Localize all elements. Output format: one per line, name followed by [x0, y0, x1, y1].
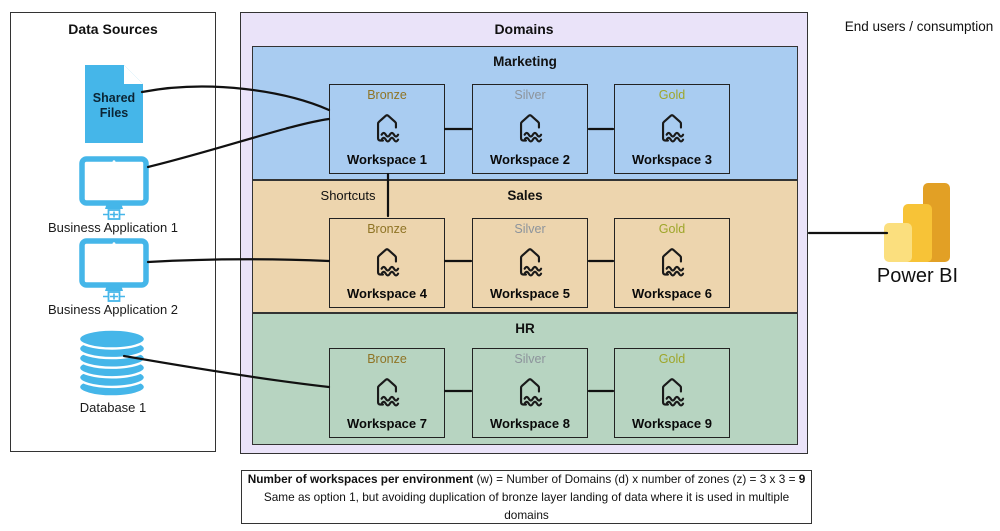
- business-application-2-label: Business Application 2: [47, 302, 179, 317]
- zone-label: Gold: [658, 222, 686, 236]
- lakehouse-icon: [519, 113, 543, 142]
- power-bi-logo: Power BI: [877, 183, 958, 295]
- lakehouse-icon: [376, 113, 400, 142]
- database-1-label: Database 1: [79, 400, 147, 415]
- shortcuts-label: Shortcuts: [320, 188, 376, 203]
- domains-title: Domains: [494, 21, 554, 37]
- zone-label: Bronze: [367, 222, 407, 236]
- workspace-name: Workspace 9: [632, 416, 712, 431]
- workspace-box-5: Silver Workspace 5: [472, 218, 588, 308]
- zone-label: Bronze: [367, 88, 407, 102]
- data-sources-title: Data Sources: [68, 21, 158, 37]
- workspace-name: Workspace 7: [347, 416, 427, 431]
- lakehouse-icon: [661, 247, 685, 276]
- note-line1-mid: (w) = Number of Domains (d) x number of …: [473, 472, 799, 486]
- zone-label: Silver: [514, 222, 546, 236]
- domain-section-marketing: Marketing Bronze Workspace 1 Silver Work…: [252, 46, 798, 180]
- domains-panel: Domains Marketing Bronze Workspace 1 Sil…: [240, 12, 808, 454]
- workspace-box-9: Gold Workspace 9: [614, 348, 730, 438]
- note-box: Number of workspaces per environment (w)…: [241, 470, 812, 524]
- note-line1-bold: Number of workspaces per environment: [247, 472, 474, 486]
- workspace-name: Workspace 6: [632, 286, 712, 301]
- domain-section-sales: Sales Bronze Workspace 4 Silver Workspac…: [252, 180, 798, 313]
- lakehouse-icon: [376, 377, 400, 406]
- workspace-box-2: Silver Workspace 2: [472, 84, 588, 174]
- note-line-2: Same as option 1, but avoiding duplicati…: [263, 490, 790, 522]
- domain-title: Sales: [507, 188, 543, 203]
- shared-files-label: Shared Files: [92, 91, 136, 120]
- power-bi-bar-short: [884, 223, 912, 262]
- workspace-box-3: Gold Workspace 3: [614, 84, 730, 174]
- workspace-box-8: Silver Workspace 8: [472, 348, 588, 438]
- zone-label: Silver: [514, 352, 546, 366]
- lakehouse-icon: [661, 377, 685, 406]
- document-icon: [85, 65, 143, 143]
- workspace-box-7: Bronze Workspace 7: [329, 348, 445, 438]
- workspace-name: Workspace 8: [490, 416, 570, 431]
- zone-label: Gold: [658, 88, 686, 102]
- workspace-name: Workspace 2: [490, 152, 570, 167]
- monitor-icon: [79, 238, 149, 302]
- business-application-1-label: Business Application 1: [47, 220, 179, 235]
- workspace-name: Workspace 1: [347, 152, 427, 167]
- zone-label: Gold: [658, 352, 686, 366]
- zone-label: Bronze: [367, 352, 407, 366]
- lakehouse-icon: [376, 247, 400, 276]
- workspace-name: Workspace 5: [490, 286, 570, 301]
- database-icon: [77, 328, 147, 398]
- power-bi-label: Power BI: [876, 265, 959, 287]
- monitor-icon: [79, 156, 149, 220]
- domain-section-hr: HR Bronze Workspace 7 Silver Workspace 8: [252, 313, 798, 445]
- note-line-1: Number of workspaces per environment (w)…: [242, 470, 811, 488]
- workspace-box-1: Bronze Workspace 1: [329, 84, 445, 174]
- lakehouse-icon: [519, 377, 543, 406]
- workspace-box-4: Bronze Workspace 4: [329, 218, 445, 308]
- data-sources-panel: Data Sources Shared Files Business Appli…: [10, 12, 216, 452]
- lakehouse-icon: [519, 247, 543, 276]
- workspace-name: Workspace 4: [347, 286, 427, 301]
- workspace-box-6: Gold Workspace 6: [614, 218, 730, 308]
- zone-label: Silver: [514, 88, 546, 102]
- domain-title: HR: [515, 321, 535, 336]
- workspace-name: Workspace 3: [632, 152, 712, 167]
- domain-title: Marketing: [493, 54, 557, 69]
- end-users-label: End users / consumption: [844, 19, 994, 34]
- note-line1-result: 9: [798, 472, 806, 486]
- lakehouse-icon: [661, 113, 685, 142]
